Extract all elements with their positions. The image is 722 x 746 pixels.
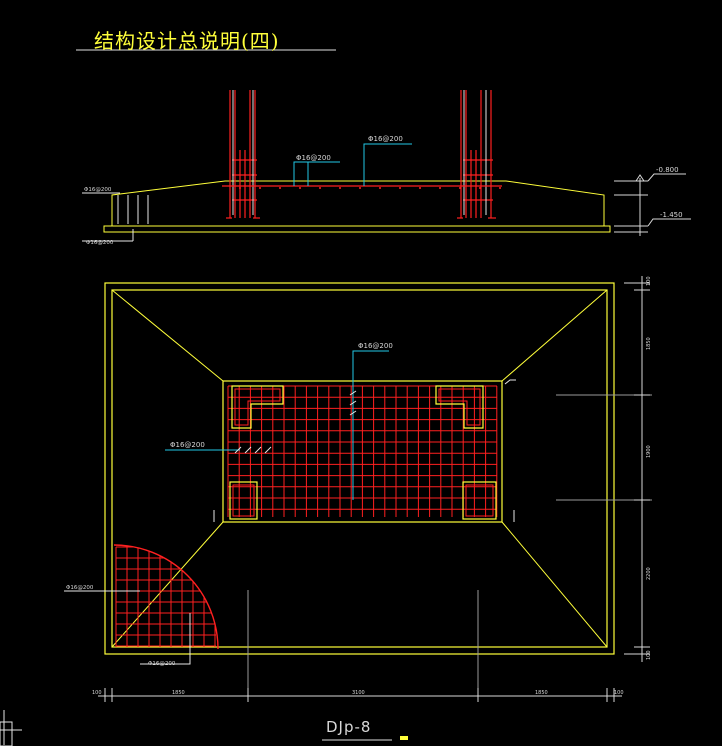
section-callout-2: Φ16@200	[368, 135, 403, 143]
left-column-bars	[226, 90, 260, 219]
dim-bottom-3: 1850	[535, 690, 548, 696]
plan-callout-vertical: Φ16@200	[358, 342, 393, 350]
dim-right-2: 1900	[646, 445, 652, 458]
pedestal-grid	[227, 385, 498, 517]
dim-chain-bottom	[98, 688, 622, 702]
foundation-plan: Φ16@200 Φ16@200 Φ16@200 Φ16@200	[64, 276, 652, 702]
plan-slope-lines	[111, 289, 608, 648]
dim-right-4: 100	[646, 650, 652, 660]
dim-bottom-0: 100	[92, 690, 102, 696]
quarter-arc	[113, 544, 219, 650]
drawing-label: DJp-8	[326, 718, 372, 736]
sheet-title: 结构设计总说明(四)	[94, 29, 280, 53]
foundation-section: Φ16@200 Φ16@200 Φ16@200 Φ16@200 -0.80	[82, 90, 691, 246]
dim-bottom-4: 100	[614, 690, 624, 696]
quarter-leaders	[64, 590, 191, 665]
dim-right-3: 2200	[646, 567, 652, 580]
left-callout-lower: Φ16@200	[86, 240, 114, 246]
quarter-callout-lower: Φ16@200	[148, 661, 176, 667]
column-footprints	[229, 385, 497, 520]
left-bedding-detail	[117, 195, 149, 224]
dim-bottom-1: 1850	[172, 690, 185, 696]
dim-right-0: 100	[646, 276, 652, 286]
section-bar-dots	[239, 187, 501, 189]
plan-callout-horizontal: Φ16@200	[170, 441, 205, 449]
left-callout-upper: Φ16@200	[84, 187, 112, 193]
footing-outline	[111, 180, 605, 226]
plan-guide-lines	[247, 394, 652, 700]
pedestal-corner-marks	[213, 379, 516, 522]
dim-chain-right	[624, 276, 650, 662]
dim-bottom-2: 3100	[352, 690, 365, 696]
bedding-layer	[103, 225, 611, 233]
pedestal-outline	[222, 380, 503, 523]
section-elevation-dims	[614, 173, 691, 236]
ucs-icon	[0, 710, 22, 746]
plan-inner-outline	[111, 289, 608, 648]
elevation-top: -0.800	[656, 166, 679, 174]
plan-leader-ticks	[234, 390, 357, 454]
quarter-mesh	[115, 546, 216, 647]
elevation-bottom: -1.450	[660, 211, 683, 219]
right-column-hooks	[463, 90, 487, 215]
scale-tag	[400, 736, 408, 740]
left-column-hooks	[232, 90, 254, 215]
dim-right-1: 1850	[646, 337, 652, 350]
quarter-callout-upper: Φ16@200	[66, 585, 94, 591]
section-leaders	[293, 143, 412, 186]
section-callout-1: Φ16@200	[296, 154, 331, 162]
left-section-leaders	[82, 192, 134, 242]
column-footprints-inner	[232, 388, 494, 517]
plan-outer-outline	[104, 282, 615, 655]
plan-leaders	[165, 350, 389, 500]
right-column-bars	[457, 90, 496, 219]
